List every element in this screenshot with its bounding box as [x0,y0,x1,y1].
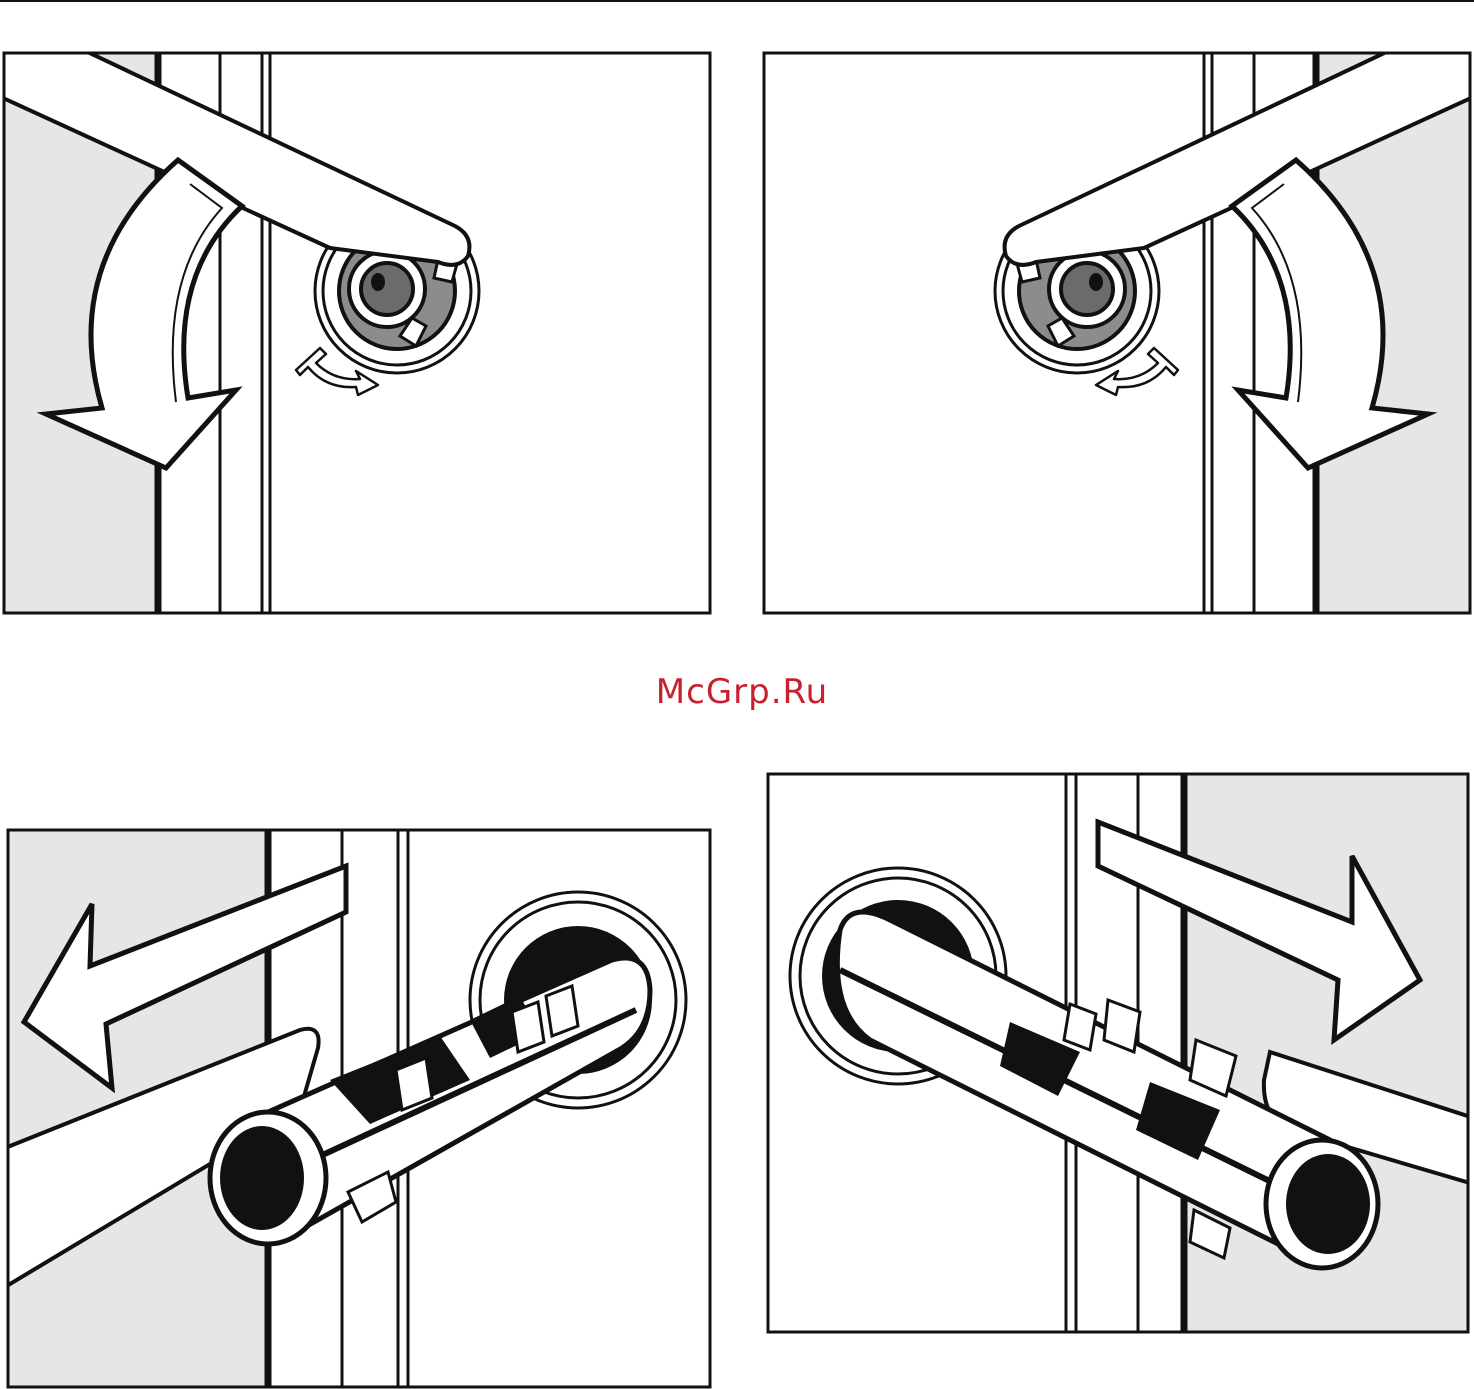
clip-tab [546,986,578,1036]
panel-top-left [0,20,710,613]
watermark-text: McGrp.Ru [0,672,1474,712]
panel-top-right [764,20,1474,613]
panel-bottom-right [768,774,1474,1332]
clip-tab [512,1002,544,1052]
panel-bottom-left [0,830,710,1387]
clip-tab [1064,1004,1096,1050]
